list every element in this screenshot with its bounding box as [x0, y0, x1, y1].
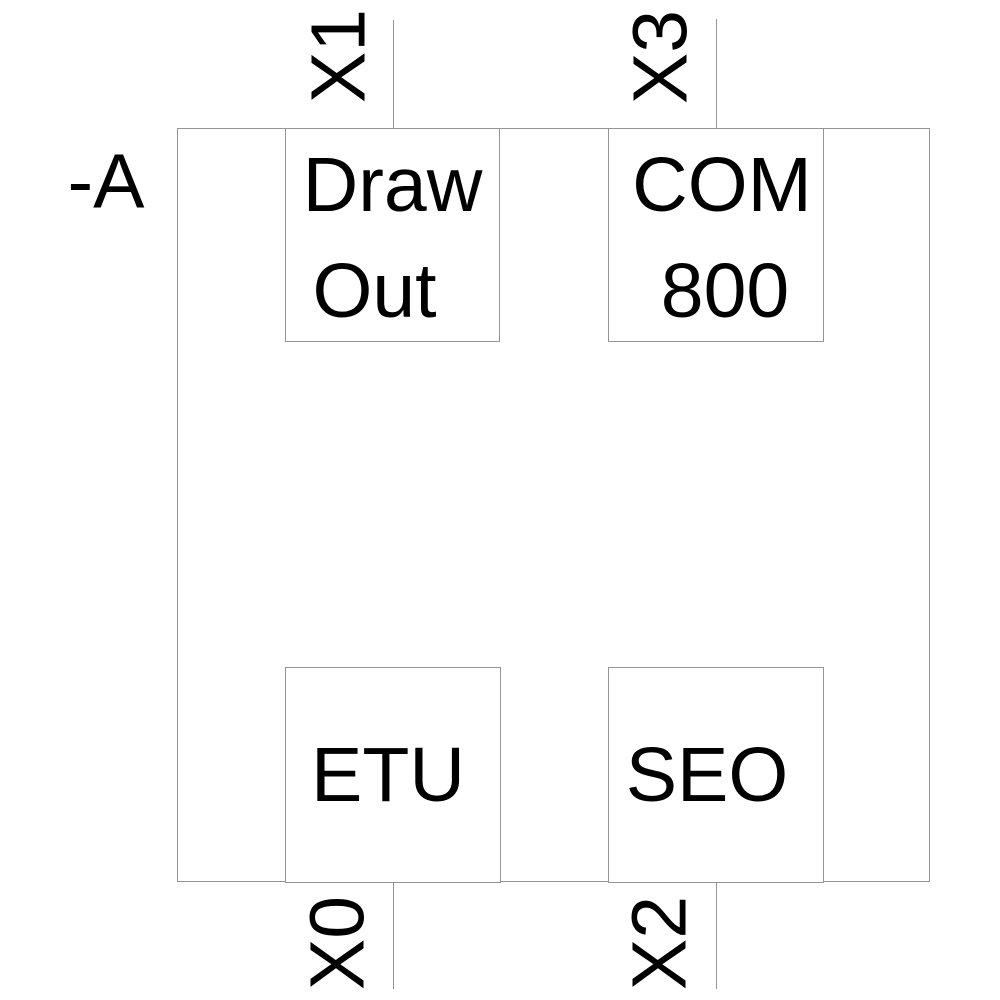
module-com-800: COM 800 [608, 128, 824, 342]
module-label-line: SEO [625, 732, 789, 818]
module-etu: ETU [285, 667, 501, 883]
terminal-label-x0: X0 [294, 895, 381, 991]
module-draw-out: Draw Out [285, 128, 500, 342]
terminal-label-x3: X3 [617, 9, 704, 105]
module-label-line: Out [312, 247, 437, 334]
terminal-lead-x1 [393, 20, 394, 128]
terminal-lead-x3 [716, 19, 717, 128]
module-label-line: 800 [660, 247, 790, 334]
module-label-line: COM [632, 141, 812, 228]
device-tag: -A [67, 138, 145, 225]
module-label-line: Draw [302, 141, 483, 228]
terminal-label-x2: X2 [616, 895, 703, 991]
module-label-line: ETU [311, 732, 465, 818]
module-seo: SEO [608, 667, 824, 883]
terminal-lead-x2 [716, 882, 717, 989]
terminal-label-x1: X1 [295, 8, 382, 104]
terminal-lead-x0 [393, 882, 394, 989]
